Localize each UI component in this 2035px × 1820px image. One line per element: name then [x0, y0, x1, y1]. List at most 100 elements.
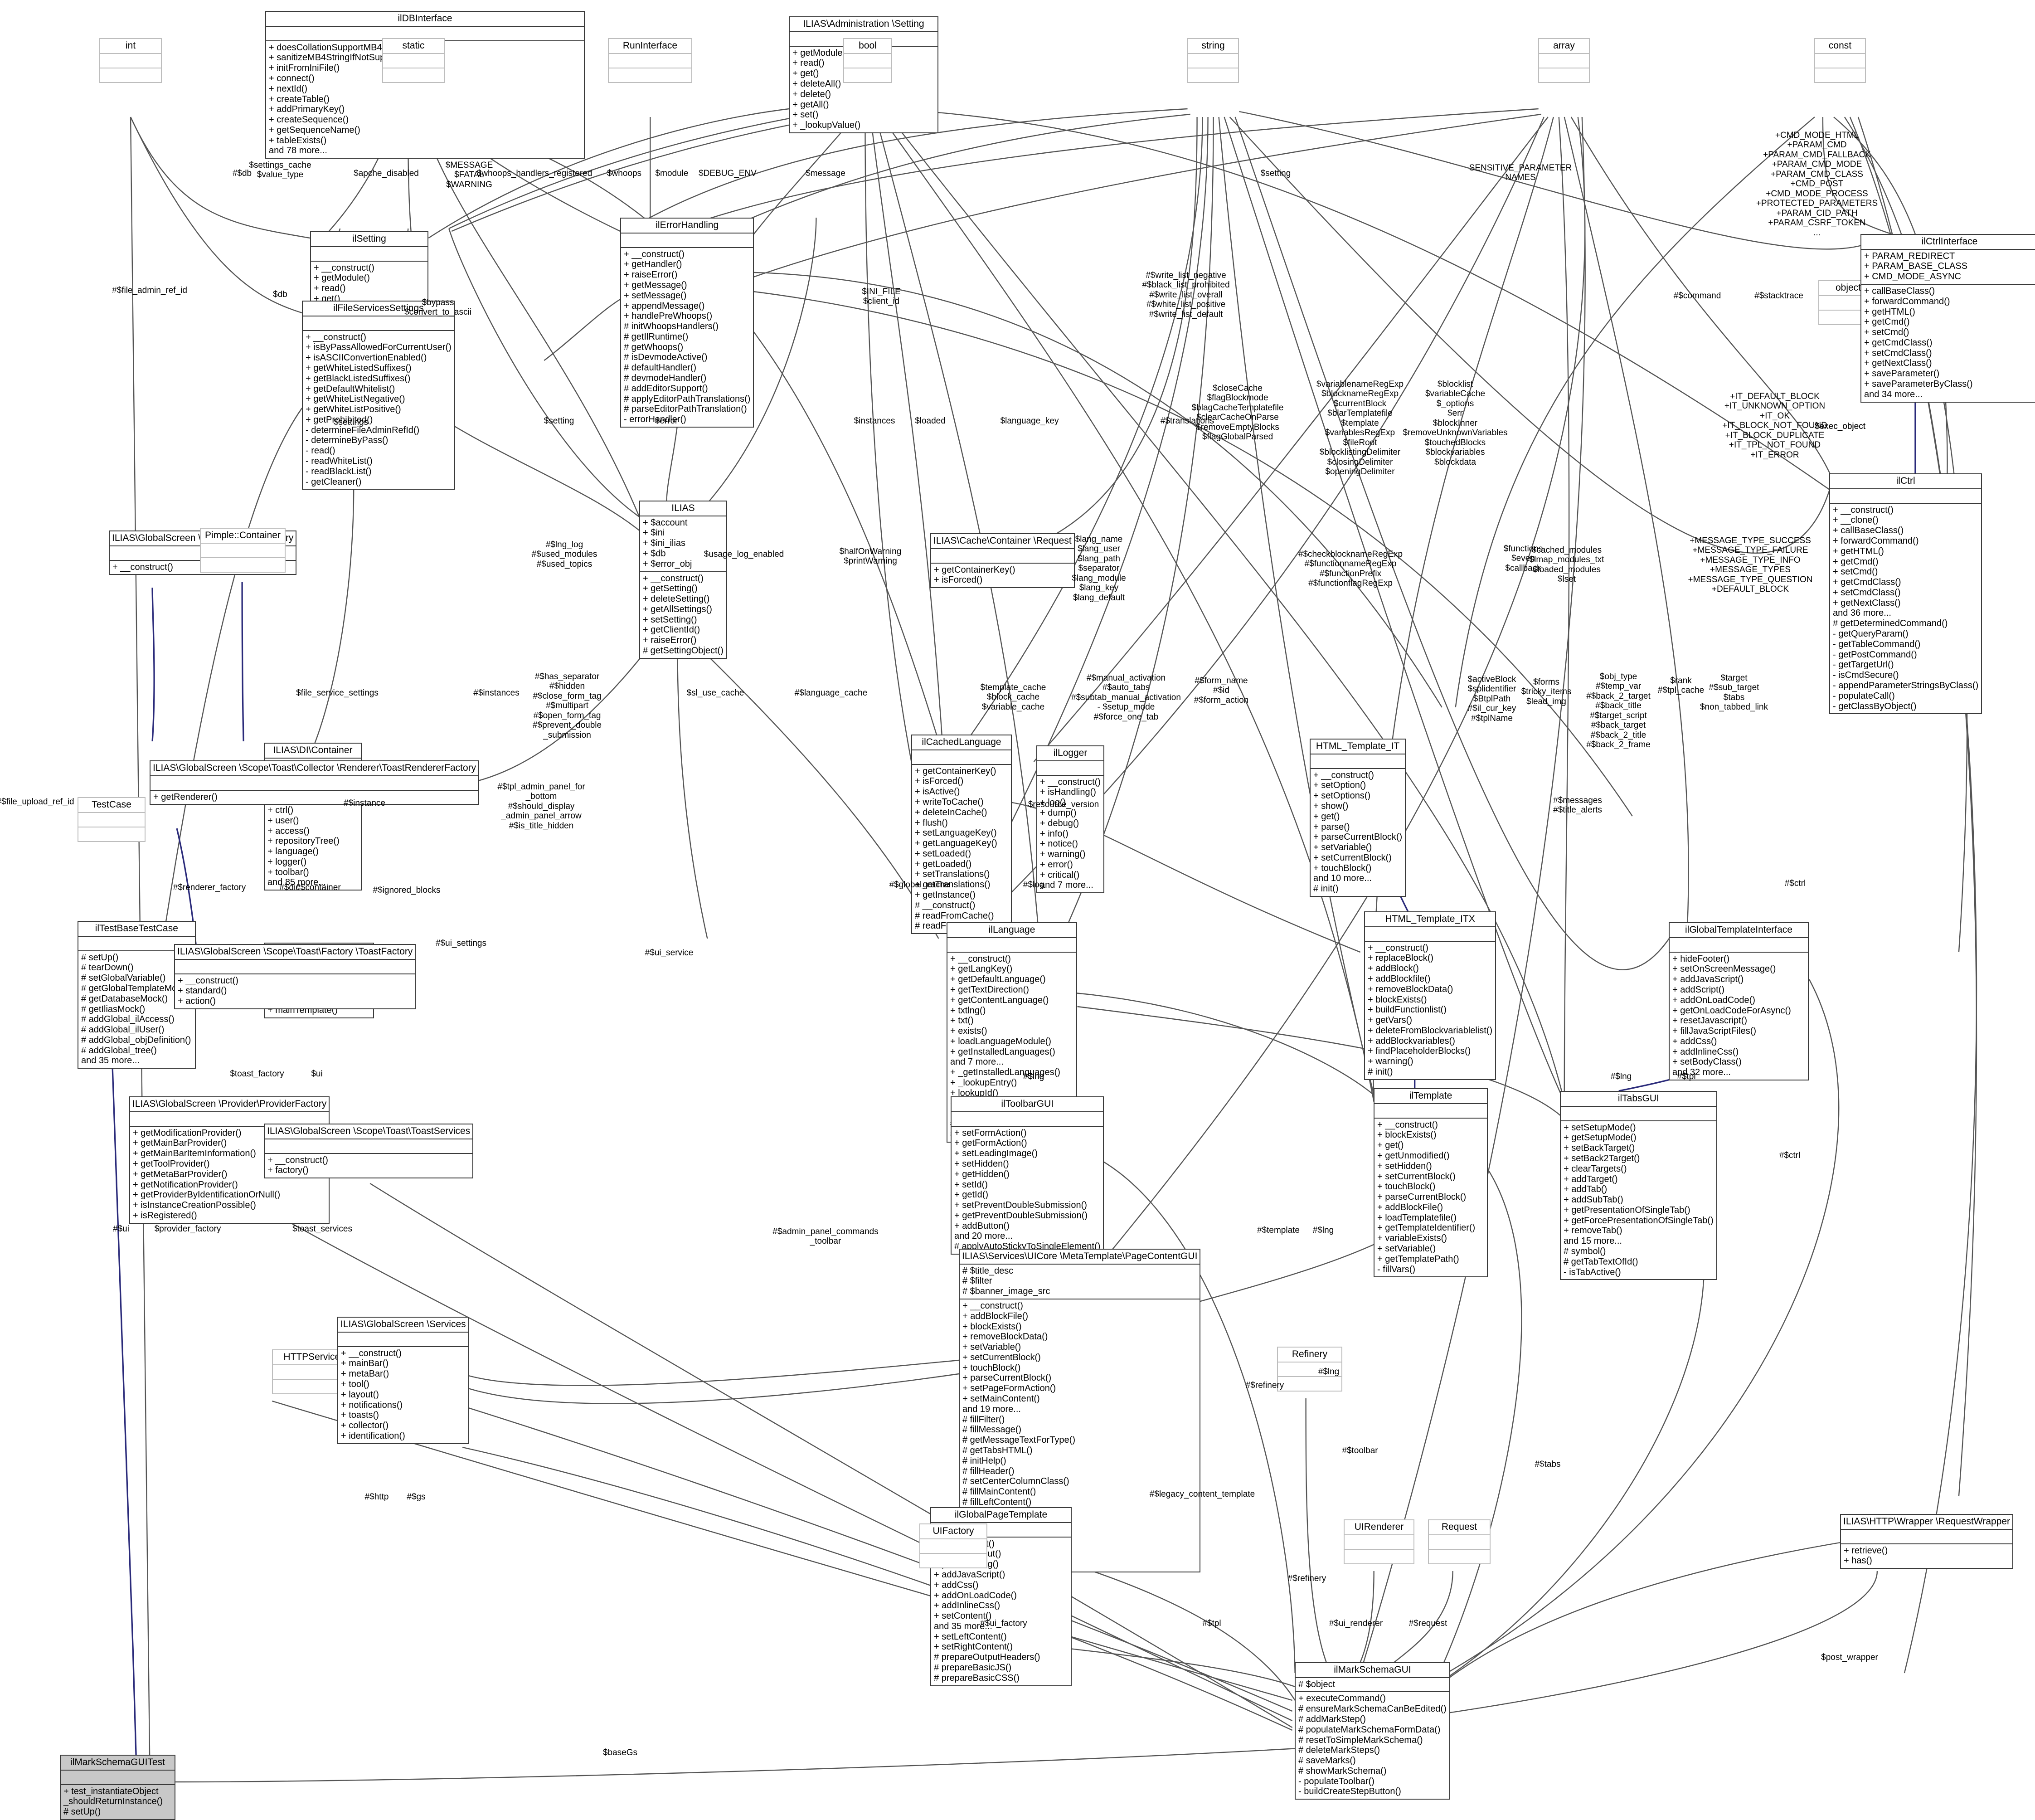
- class-attributes: [311, 246, 427, 261]
- class-node-ilFileServicesSettings[interactable]: ilFileServicesSettings+ __construct() + …: [302, 301, 455, 490]
- class-node-ilias-http-wrapper-requestwrapper[interactable]: ILIAS\HTTP\Wrapper \RequestWrapper+ retr…: [1840, 1514, 2014, 1569]
- edge-label: #$admin_panel_commands _toolbar: [772, 1227, 879, 1246]
- class-operations: # setUp() # tearDown() # setGlobalVariab…: [78, 950, 195, 1068]
- edge-label: $file_service_settings: [296, 688, 379, 698]
- edge-label: SENSITIVE_PARAMETER NAMES: [1469, 163, 1572, 183]
- class-node-ilDBInterface[interactable]: ilDBInterface+ doesCollationSupportMB4St…: [265, 11, 585, 159]
- class-name: array: [1553, 40, 1575, 51]
- class-node-ilias-globalscreen-toastfactory[interactable]: ILIAS\GlobalScreen \Scope\Toast\Factory …: [174, 944, 416, 1009]
- edge-label: $whoops_handlers_registered: [476, 169, 593, 178]
- class-operations: + test_instantiateObject _shouldReturnIn…: [61, 1784, 175, 1819]
- class-node-int[interactable]: int: [99, 38, 162, 83]
- edge-label: $blocklist $variableCache $_options $err…: [1403, 380, 1508, 467]
- edge-label: #$request: [1408, 1619, 1447, 1628]
- class-attributes: [78, 935, 195, 950]
- edge-label: $module: [655, 169, 689, 178]
- class-attributes: [1830, 488, 1982, 503]
- class-operations: + database() + globalCache() + rbac() + …: [265, 772, 361, 890]
- class-operations: [1539, 67, 1589, 82]
- edge-label: $obj_type #$temp_var #$back_2_target #$b…: [1586, 672, 1651, 750]
- class-attributes: + $account + $ini + $ini_ilias + $db + $…: [640, 515, 726, 571]
- class-node-ilias-cache-container-request[interactable]: ILIAS\Cache\Container \Request+ getConta…: [930, 533, 1075, 589]
- class-node-ilLogger[interactable]: ilLogger+ __construct() + isHandling() +…: [1036, 745, 1104, 894]
- edge-label: $language_key: [1000, 416, 1059, 426]
- class-node-ilToolbarGUI[interactable]: ilToolbarGUI+ setFormAction() + getFormA…: [951, 1096, 1104, 1255]
- class-node-const[interactable]: const: [1814, 38, 1866, 83]
- class-operations: [273, 1378, 355, 1393]
- class-attributes: [1429, 1534, 1490, 1549]
- class-name: RunInterface: [622, 40, 678, 51]
- edge-label: #$language_cache: [794, 688, 868, 698]
- edge-label: $halfOnWarning $printWarning: [839, 547, 902, 566]
- edge-label: #$gs: [407, 1492, 426, 1502]
- class-operations: + getContainerKey() + isForced() + isAct…: [912, 764, 1011, 934]
- class-node-pimple-container[interactable]: Pimple::Container: [200, 528, 286, 573]
- edge-label: #$instances: [473, 688, 520, 698]
- class-node-RunInterface[interactable]: RunInterface: [608, 38, 692, 83]
- edge-label: #$ctrl: [1779, 1151, 1801, 1160]
- edge-label: #$checkblocknameRegExp #$functionnameReg…: [1298, 550, 1403, 589]
- class-node-ilias-admin-setting[interactable]: ILIAS\Administration \Setting+ getModule…: [789, 16, 938, 133]
- class-operations: + __construct() + mainBar() + metaBar() …: [338, 1346, 468, 1443]
- class-node-ILIAS[interactable]: ILIAS+ $account + $ini + $ini_ilias + $d…: [639, 501, 727, 659]
- class-attributes: [1374, 1103, 1487, 1118]
- class-node-string[interactable]: string: [1187, 38, 1239, 83]
- edge-label: #$tpl: [1202, 1619, 1221, 1628]
- edge-label: $exec_object: [1815, 422, 1865, 431]
- class-node-ilCtrl[interactable]: ilCtrl+ __construct() + __clone() + call…: [1829, 473, 1982, 715]
- class-node-ilias-globalscreen-toastrendererfactory[interactable]: ILIAS\GlobalScreen \Scope\Toast\Collecto…: [150, 760, 480, 805]
- class-node-array[interactable]: array: [1538, 38, 1590, 83]
- edge-label: #$write_list_negative #$black_list_prohi…: [1142, 271, 1230, 319]
- edge-label: $template_cache $block_cache $variable_c…: [980, 683, 1046, 712]
- edge-label: $sl_use_cache: [686, 688, 744, 698]
- class-attributes: [1365, 926, 1496, 941]
- class-node-ilTabsGUI[interactable]: ilTabsGUI+ setSetupMode() + getSetupMode…: [1560, 1091, 1717, 1280]
- class-node-ilGlobalTemplateInterface[interactable]: ilGlobalTemplateInterface+ hideFooter() …: [1669, 922, 1809, 1081]
- class-operations: [920, 1552, 986, 1567]
- class-node-static[interactable]: static: [382, 38, 445, 83]
- class-node-HTML_Template_IT[interactable]: HTML_Template_IT+ __construct() + setOpt…: [1310, 739, 1406, 897]
- class-operations: + hideFooter() + setOnScreenMessage() + …: [1670, 951, 1808, 1080]
- class-node-bool[interactable]: bool: [843, 38, 892, 83]
- edge-label: $variablenameRegExp $blocknameRegExp $cu…: [1316, 380, 1404, 477]
- class-operations: [1429, 1548, 1490, 1563]
- class-operations: + getContainerKey() + isForced(): [931, 562, 1074, 588]
- edge-label: #$translations: [1160, 416, 1214, 426]
- edge-label: #$tpl_admin_panel_for _bottom #$should_d…: [497, 782, 585, 831]
- edge-label: $forms $tricky_items $lead_img: [1521, 677, 1572, 706]
- class-name: ilCtrlInterface: [1921, 236, 1978, 247]
- class-node-ilCachedLanguage[interactable]: ilCachedLanguage+ getContainerKey() + is…: [911, 735, 1012, 934]
- class-attributes: [201, 542, 285, 557]
- class-attributes: [266, 25, 584, 40]
- class-name: bool: [859, 40, 877, 51]
- class-operations: + setSetupMode() + getSetupMode() + setB…: [1561, 1120, 1716, 1280]
- class-node-ilErrorHandling[interactable]: ilErrorHandling+ __construct() + getHand…: [620, 218, 754, 428]
- edge-label: $instances: [854, 416, 895, 426]
- edge-label: #$form_name #$id #$form_action: [1194, 676, 1249, 705]
- class-operations: [1345, 1548, 1413, 1563]
- class-node-Request[interactable]: Request: [1428, 1519, 1491, 1564]
- class-node-UIRenderer[interactable]: UIRenderer: [1344, 1519, 1414, 1564]
- edge-label: #$lng: [1023, 1072, 1044, 1081]
- class-node-ilias-globalscreen-services[interactable]: ILIAS\GlobalScreen \Services + __construc…: [337, 1317, 469, 1444]
- class-attributes: # $object: [1296, 1677, 1449, 1692]
- edge-label: #$lng: [1023, 1072, 1044, 1081]
- class-name: ilTestBaseTestCase: [95, 923, 178, 934]
- class-node-ilTemplate[interactable]: ilTemplate+ __construct() + blockExists(…: [1374, 1088, 1488, 1278]
- class-operations: + getModificationProvider() + getMainBar…: [130, 1125, 329, 1223]
- class-name: string: [1201, 40, 1225, 51]
- class-attributes: + PARAM_REDIRECT + PARAM_BASE_CLASS + CM…: [1861, 248, 2035, 284]
- class-node-HTML_Template_ITX[interactable]: HTML_Template_ITX+ __construct() + repla…: [1364, 911, 1496, 1080]
- class-node-ilMarkSchemaGUI[interactable]: ilMarkSchemaGUI# $object+ executeCommand…: [1295, 1662, 1450, 1800]
- class-node-TestCase[interactable]: TestCase: [78, 797, 146, 842]
- class-node-ilMarkSchemaGUITest[interactable]: ilMarkSchemaGUITest+ test_instantiateObj…: [60, 1755, 175, 1820]
- class-name: ilLanguage: [988, 925, 1035, 935]
- class-node-ilias-globalscreen-toastservices[interactable]: ILIAS\GlobalScreen \Scope\Toast\ToastSer…: [264, 1124, 474, 1179]
- class-node-ilCtrlInterface[interactable]: ilCtrlInterface+ PARAM_REDIRECT + PARAM_…: [1860, 234, 2035, 403]
- class-attributes: [947, 937, 1076, 952]
- class-node-Refinery[interactable]: Refinery: [1277, 1347, 1342, 1392]
- edge-label: $post_wrapper: [1821, 1653, 1878, 1662]
- class-name: ILIAS\GlobalScreen \Services: [340, 1319, 466, 1329]
- class-node-UIFactory[interactable]: UIFactory: [919, 1523, 987, 1568]
- edge-label: $setting: [1260, 169, 1291, 178]
